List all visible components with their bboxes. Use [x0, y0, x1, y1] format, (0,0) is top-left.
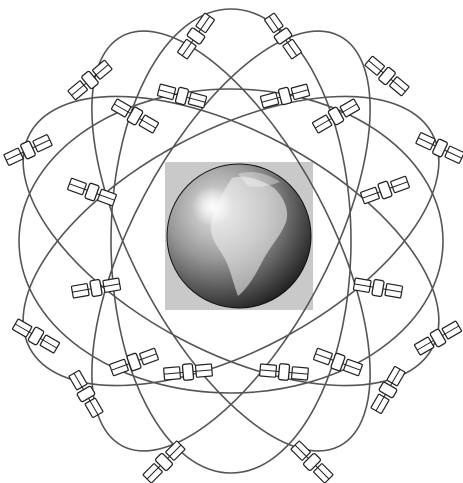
satellite-icon	[67, 369, 105, 419]
satellite-icon	[141, 439, 186, 483]
satellite-icon	[289, 439, 334, 483]
satellite-icon	[263, 12, 304, 60]
earth-globe-icon	[167, 164, 311, 308]
satellite-icon	[360, 174, 411, 205]
satellite-icon	[67, 176, 118, 207]
satellite-icon	[11, 317, 61, 355]
satellite-icon	[363, 54, 410, 97]
satellite-icon	[259, 362, 308, 382]
satellite-icon	[369, 365, 407, 415]
satellite-icon	[109, 346, 160, 377]
satellite-icon	[163, 362, 212, 382]
satellite-icon	[260, 82, 311, 110]
satellite-icon	[66, 58, 113, 101]
satellite-icon	[353, 276, 403, 300]
